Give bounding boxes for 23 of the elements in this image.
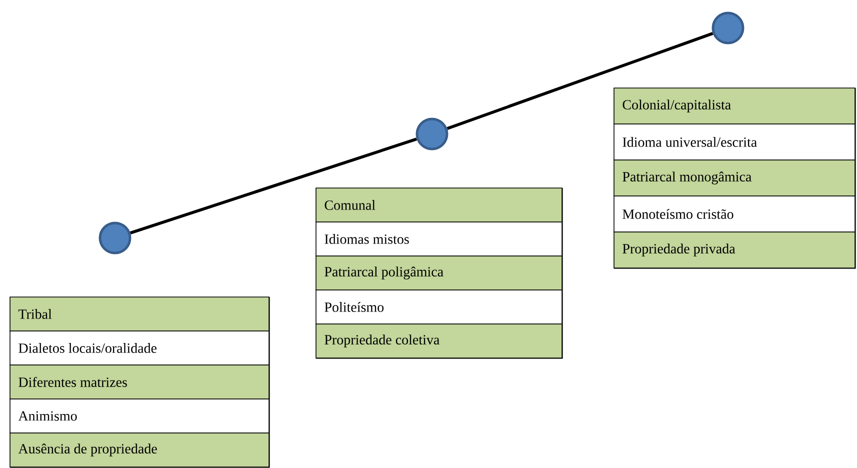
table-cell: Idiomas mistos bbox=[316, 222, 562, 256]
table-cell: Propriedade coletiva bbox=[316, 324, 562, 358]
table-cell: Propriedade privada bbox=[614, 232, 856, 268]
timeline-line bbox=[446, 32, 714, 130]
table bbox=[10, 296, 270, 468]
table-cell: Monoteísmo cristão bbox=[614, 196, 856, 232]
table-cell: Ausência de propriedade bbox=[10, 432, 270, 468]
table-cell: Comunal bbox=[316, 188, 562, 222]
table-cell: Patriarcal poligâmica bbox=[316, 256, 562, 290]
timeline-dot bbox=[98, 222, 132, 254]
timeline-dot bbox=[712, 12, 744, 44]
table-cell: Animismo bbox=[10, 398, 270, 434]
table-cell: Colonial/capitalista bbox=[614, 88, 856, 124]
table-cell: Politeísmo bbox=[316, 290, 562, 324]
table-cell: Idioma universal/escrita bbox=[614, 124, 856, 160]
table-cell: Patriarcal monogâmica bbox=[614, 160, 856, 196]
table bbox=[614, 88, 856, 269]
table bbox=[316, 188, 563, 359]
timeline-line bbox=[130, 138, 418, 234]
table-cell: Dialetos locais/oralidade bbox=[10, 330, 270, 366]
timeline-dot bbox=[416, 118, 448, 150]
table-cell: Tribal bbox=[10, 296, 270, 332]
table-cell: Diferentes matrizes bbox=[10, 364, 270, 400]
